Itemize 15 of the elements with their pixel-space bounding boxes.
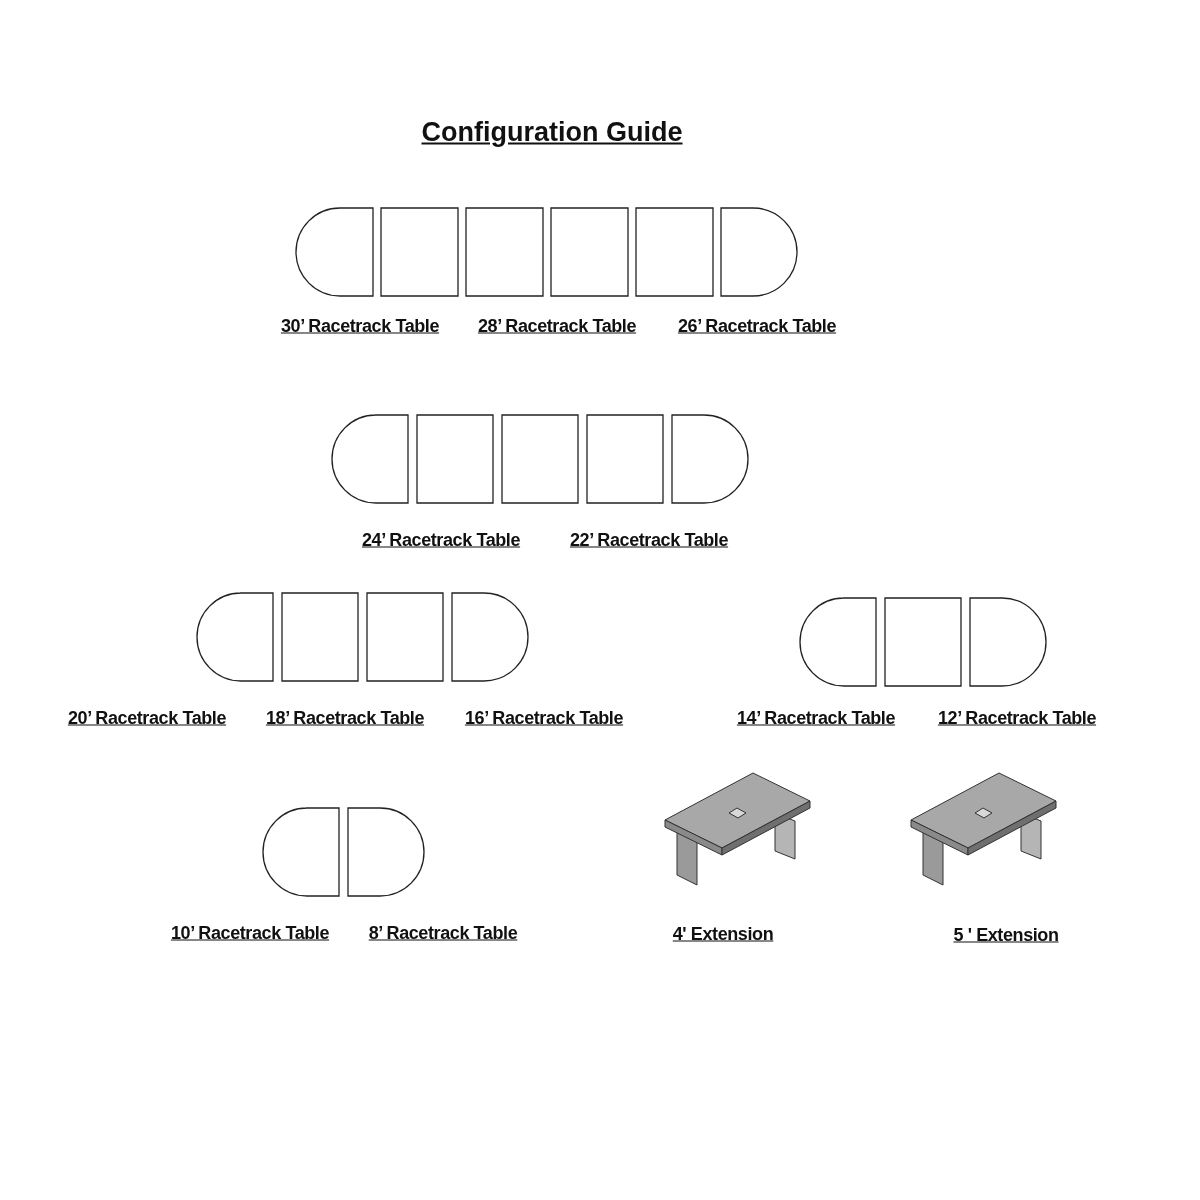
table-label: 5 ' Extension bbox=[953, 924, 1059, 946]
table-label: 8’ Racetrack Table bbox=[368, 922, 518, 944]
table-label: 22’ Racetrack Table bbox=[569, 529, 729, 551]
table-label: 24’ Racetrack Table bbox=[361, 529, 521, 551]
table-label: 14’ Racetrack Table bbox=[736, 707, 896, 729]
table-label: 26’ Racetrack Table bbox=[677, 315, 837, 337]
table-label: 12’ Racetrack Table bbox=[937, 707, 1097, 729]
title: Configuration Guide bbox=[421, 116, 683, 148]
table-label: 30’ Racetrack Table bbox=[280, 315, 440, 337]
table-label: 16’ Racetrack Table bbox=[464, 707, 624, 729]
table-label: 20’ Racetrack Table bbox=[67, 707, 227, 729]
table-label: 4' Extension bbox=[672, 923, 774, 945]
table-label: 10’ Racetrack Table bbox=[170, 922, 330, 944]
table-label: 18’ Racetrack Table bbox=[265, 707, 425, 729]
table-label: 28’ Racetrack Table bbox=[477, 315, 637, 337]
